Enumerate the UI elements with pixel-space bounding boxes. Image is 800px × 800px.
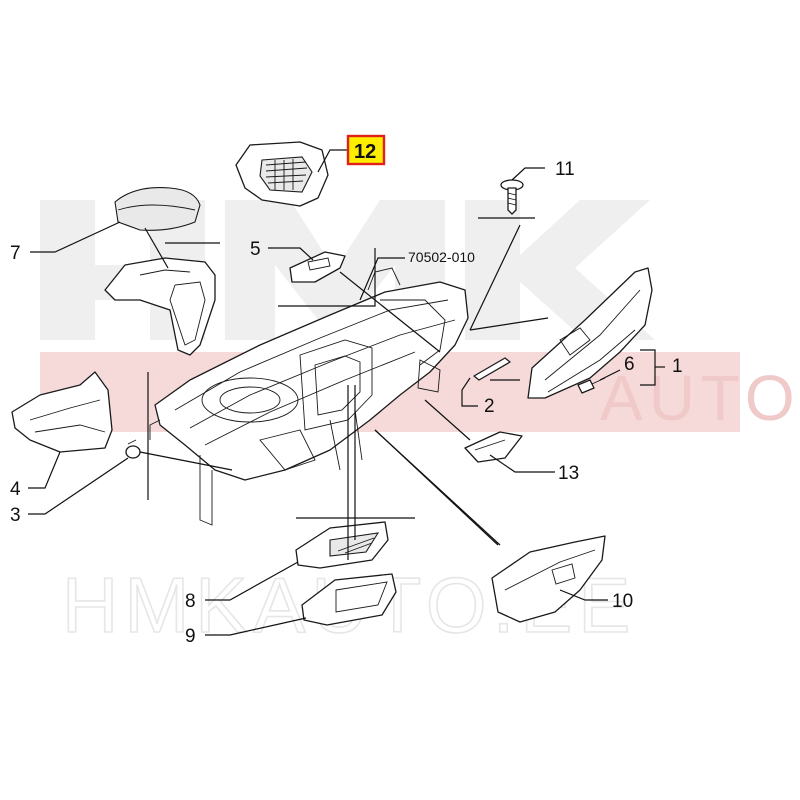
callout-10: 10 (612, 591, 633, 612)
callout-8: 8 (185, 591, 196, 612)
part-4-panel (11, 371, 113, 453)
part-13-plate (464, 431, 523, 463)
callout-5: 5 (250, 239, 261, 260)
callout-13: 13 (558, 463, 579, 484)
highlight-box (346, 134, 386, 166)
callout-2: 2 (484, 396, 495, 417)
highlighted-callout-12: 12 (346, 134, 386, 166)
part-9-drawer (301, 573, 397, 626)
callout-labels: 1 2 3 4 5 6 7 8 9 10 11 13 70502-010 (10, 159, 683, 647)
part-11-screw (500, 179, 524, 215)
callout-11: 11 (555, 159, 575, 180)
part-7-cover (104, 187, 216, 356)
callout-4: 4 (10, 479, 21, 500)
part-5-bracket (289, 251, 346, 283)
leader-lines (28, 149, 665, 636)
part-10-glovebox (491, 535, 606, 623)
part-1-panel (527, 267, 653, 399)
part-3-screw (125, 439, 141, 459)
callout-3: 3 (10, 505, 21, 526)
part-12-tray (235, 141, 329, 207)
callout-12: 12 (354, 141, 376, 163)
callout-9: 9 (185, 626, 196, 647)
callout-1: 1 (672, 356, 683, 377)
reference-number: 70502-010 (408, 249, 475, 265)
callout-7: 7 (10, 243, 21, 264)
part-2-strip (473, 357, 511, 381)
dashboard-assembly (149, 267, 469, 526)
part-8-drawer (295, 521, 389, 569)
callout-6: 6 (624, 354, 635, 375)
watermark-logo-sub: AUTO (600, 362, 800, 434)
